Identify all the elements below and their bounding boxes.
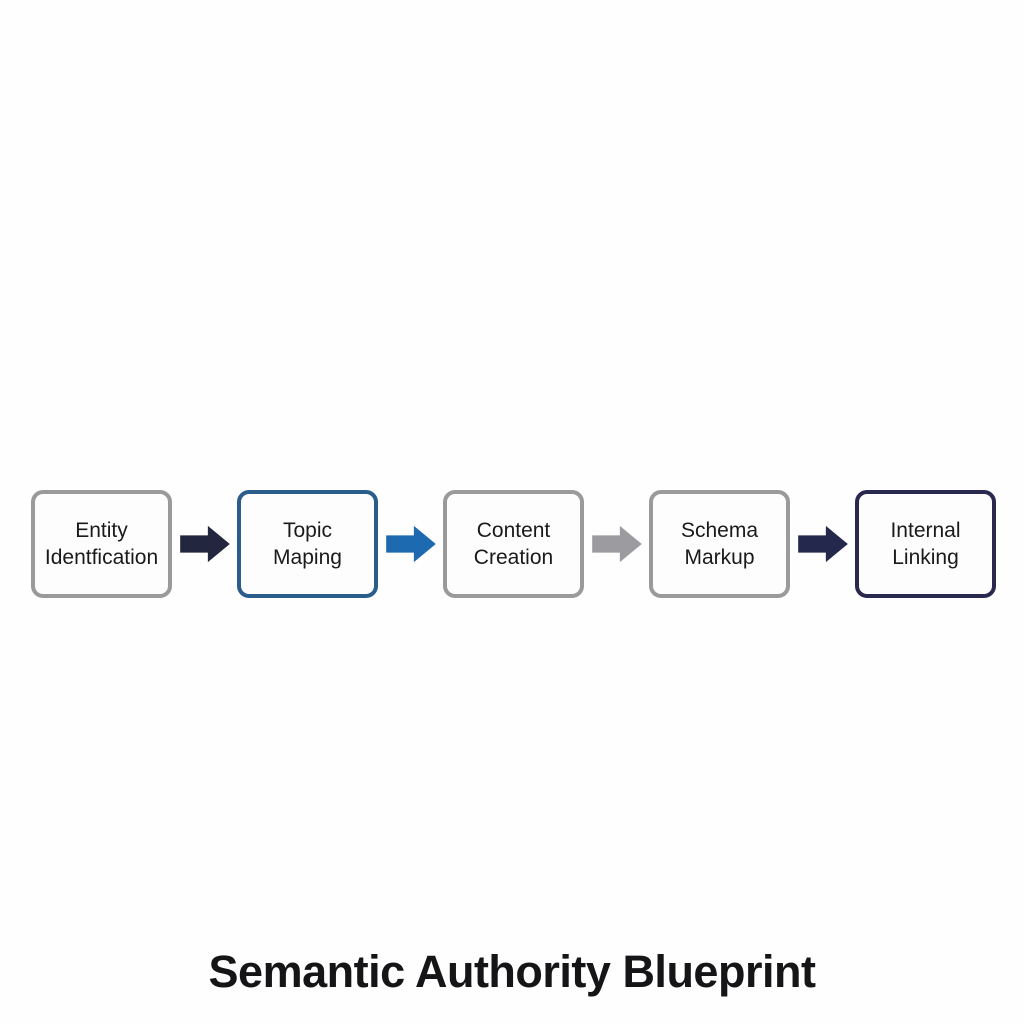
step-label-line: Internal [890,519,961,542]
step-label-line: Creation [473,546,554,569]
arrow-shape [797,525,848,563]
arrow-shape [179,525,230,563]
process-flow: Entity Identfication Topic Maping Conten… [31,490,996,598]
step-label-line: Maping [273,546,342,569]
flow-step-internal-linking: Internal Linking [855,490,996,598]
step-label-line: Content [476,519,551,542]
step-label-line: Markup [684,546,755,569]
arrow-shape [385,525,436,563]
arrow-right-icon [179,525,230,563]
diagram-title: Semantic Authority Blueprint [208,946,816,997]
step-label-line: Identfication [44,546,159,569]
arrow-right-icon [385,525,436,563]
step-label-line: Entity [75,519,128,542]
flow-step-topic-mapping: Topic Maping [237,490,378,598]
flow-step-schema-markup: Schema Markup [649,490,790,598]
step-label-line: Linking [892,546,959,569]
arrow-shape [591,525,642,563]
flow-step-content-creation: Content Creation [443,490,584,598]
arrow-right-icon [591,525,642,563]
flow-step-entity-identification: Entity Identfication [31,490,172,598]
step-label-line: Topic [282,519,333,542]
arrow-right-icon [797,525,848,563]
step-label-line: Schema [680,519,759,542]
